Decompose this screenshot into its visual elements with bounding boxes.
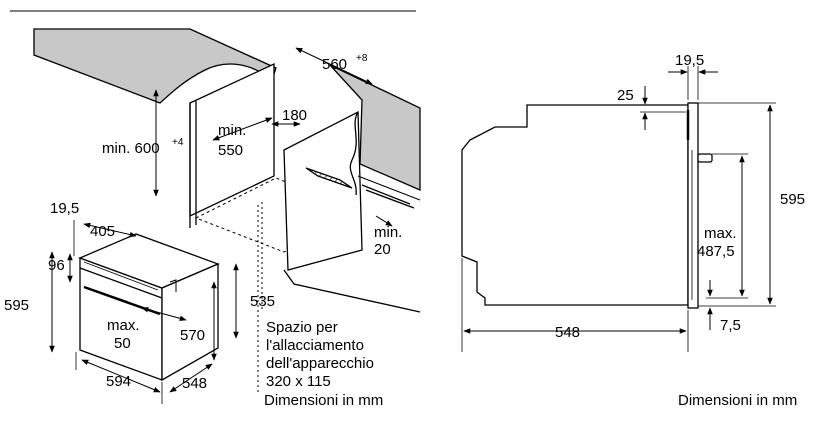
oven-drawing — [78, 233, 220, 382]
min-depth-label-2: 550 — [218, 142, 243, 159]
oven-depth: 548 — [182, 375, 207, 392]
oven-side — [161, 263, 219, 382]
depth-label: 548 — [555, 324, 580, 341]
cabinet-right-wall — [283, 110, 363, 271]
side-view-drawing — [461, 102, 713, 309]
connection-note-line-1: Spazio per — [266, 319, 338, 336]
units-note-left: Dimensioni in mm — [264, 392, 383, 409]
oven-max-label-2: 50 — [114, 335, 131, 352]
max-height-label-2: 487,5 — [697, 243, 735, 260]
side-view-dimensions — [461, 66, 776, 352]
countertop-right — [329, 64, 421, 191]
door-panel — [687, 102, 699, 309]
niche-drawing — [33, 28, 421, 395]
oven-width: 594 — [106, 373, 131, 390]
oven-inner-height: 570 — [180, 327, 205, 344]
min-depth-label-1: min. — [218, 122, 246, 139]
connection-note-line-3: dell'apparecchio — [266, 355, 374, 372]
oven-max-label-1: max. — [107, 317, 140, 334]
oven-top-height: 96 — [48, 257, 65, 274]
door-thickness-label: 19,5 — [675, 52, 704, 69]
bottom-gap-label-1: min. — [374, 224, 402, 241]
connection-note-line-2: l'allacciamento — [266, 337, 364, 354]
cabinet-left-wall — [189, 62, 275, 218]
niche-width-sup: +8 — [356, 53, 368, 64]
oven-total-height: 595 — [4, 297, 29, 314]
oven-profile — [461, 104, 689, 306]
max-height-label-1: max. — [704, 225, 737, 242]
door-handle — [697, 153, 713, 163]
oven-side-height: 535 — [250, 293, 275, 310]
gap-label: 180 — [282, 107, 307, 124]
connection-area — [305, 167, 353, 189]
total-height-label: 595 — [780, 191, 805, 208]
bottom-offset-label: 7,5 — [720, 317, 741, 334]
connection-note-line-4: 320 x 115 — [266, 373, 331, 390]
units-note-right: Dimensioni in mm — [678, 392, 797, 409]
niche-dimensions — [153, 47, 393, 227]
oven-top-offset: 19,5 — [50, 200, 79, 217]
oven-dimensions — [49, 220, 239, 404]
min-height-label: min. 600 — [102, 140, 160, 157]
bottom-gap-label-2: 20 — [374, 241, 391, 258]
top-offset-label: 25 — [617, 87, 634, 104]
min-height-sup: +4 — [172, 137, 184, 148]
oven-panel-width: 405 — [90, 223, 115, 240]
niche-width-label: 560 — [322, 56, 347, 73]
